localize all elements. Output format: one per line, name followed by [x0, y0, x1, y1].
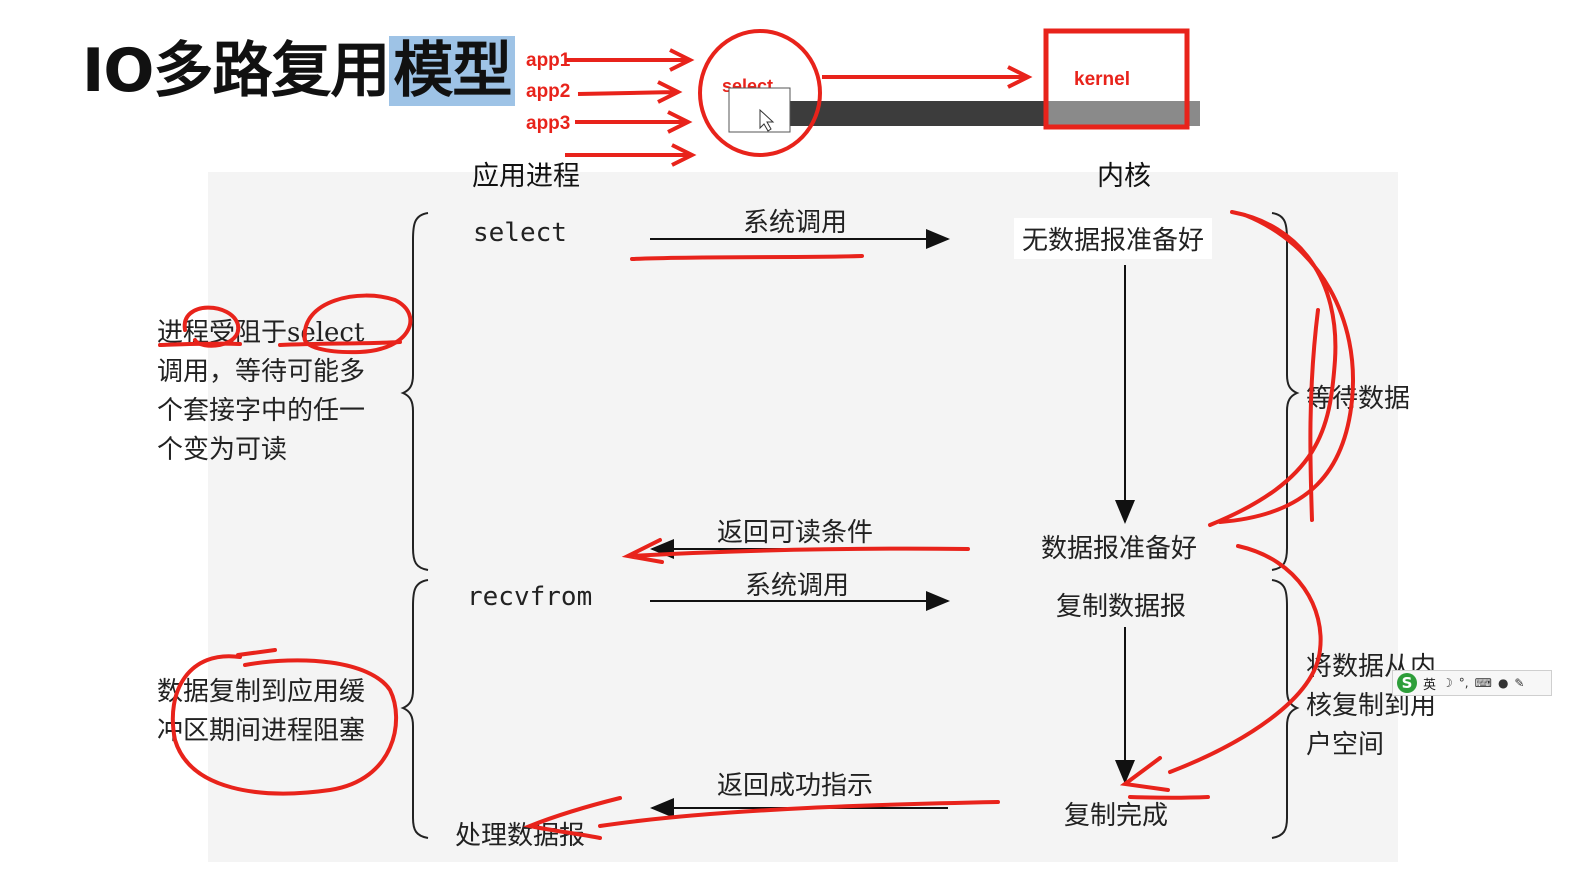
mark-copy-top: [236, 648, 277, 657]
kernel-label: kernel: [1074, 69, 1130, 90]
kernel-not-ready-state: 无数据报准备好: [1014, 218, 1213, 259]
wait-vertical-stroke: [1308, 308, 1320, 522]
app2-label: app2: [526, 81, 571, 102]
return-success-red-arrow: [523, 796, 1000, 840]
copy-blocked-line-2: 冲区期间进程阻塞: [157, 716, 366, 746]
punctuation-icon[interactable]: °,: [1458, 676, 1469, 690]
app1-arrow: [565, 48, 695, 72]
copy-note-line-2: 核复制到用: [1306, 691, 1437, 721]
copy-red-curve: [1119, 544, 1323, 792]
app3-label: app3: [526, 113, 571, 134]
ime-logo-icon[interactable]: S: [1397, 673, 1417, 693]
select-to-kernel-arrow: [822, 65, 1033, 89]
page-title: IO多路复用模型: [82, 22, 516, 109]
underline-blocked: [278, 340, 402, 347]
ime-toolbar[interactable]: S 英 ☽ °, ⌨ ● ✎: [1392, 670, 1552, 696]
select-call-label: select: [473, 218, 567, 248]
select-circle: [698, 29, 822, 157]
title-highlight: 模型: [389, 36, 516, 106]
copy-note-line-3: 户空间: [1306, 730, 1385, 760]
app2-arrow: [577, 80, 683, 104]
diagram-background: [208, 172, 1398, 862]
kernel-done-state: 复制完成: [1064, 801, 1169, 831]
kernel-heading: 内核: [1097, 161, 1151, 192]
keyboard-icon[interactable]: ⌨: [1474, 676, 1492, 690]
kernel-box: [1043, 28, 1190, 130]
copy-blocked-line-1: 数据复制到应用缓: [157, 677, 366, 707]
blocked-note-line-3: 个套接字中的任一: [157, 396, 366, 426]
circle-copy-block: [170, 654, 399, 796]
circle-shou: [182, 305, 241, 348]
underline-process: [158, 341, 242, 347]
wait-loop-arrow: [1208, 210, 1355, 527]
app-process-heading: 应用进程: [472, 161, 580, 192]
return-readable-label: 返回可读条件: [717, 518, 874, 548]
app4-arrow: [565, 143, 697, 167]
syscall-label-2: 系统调用: [745, 571, 850, 601]
app1-label: app1: [526, 50, 571, 71]
process-datagram-label: 处理数据报: [455, 821, 586, 851]
blocked-note-line-2: 调用，等待可能多: [157, 357, 366, 387]
underline-syscall: [630, 254, 864, 261]
title-main: IO多路复用: [82, 36, 390, 106]
syscall-label-1: 系统调用: [743, 208, 848, 238]
return-success-label: 返回成功指示: [717, 771, 874, 801]
left-bracket-top: [400, 212, 429, 571]
kernel-bar-light: [1048, 101, 1200, 126]
app3-arrow: [575, 110, 693, 134]
circle-select: [302, 293, 413, 355]
return-readable-red-arrow: [621, 538, 970, 564]
left-bracket-bottom: [400, 579, 429, 839]
kernel-ready-state: 数据报准备好: [1041, 534, 1198, 564]
recvfrom-call-label: recvfrom: [467, 582, 593, 612]
right-bracket-top: [1271, 212, 1300, 571]
cursor-icon: [759, 108, 775, 132]
right-bracket-bottom: [1271, 579, 1300, 839]
blocked-note-line-4: 个变为可读: [157, 435, 288, 465]
wrench-icon[interactable]: ✎: [1514, 676, 1525, 690]
user-icon[interactable]: ●: [1497, 676, 1509, 690]
copy-blocked-note: 数据复制到应用缓 冲区期间进程阻塞: [157, 673, 407, 751]
wait-data-note: 等待数据: [1306, 384, 1411, 414]
underline-done: [1128, 795, 1210, 800]
ime-language-toggle[interactable]: 英: [1423, 677, 1437, 693]
kernel-copy-state: 复制数据报: [1056, 592, 1187, 622]
moon-icon[interactable]: ☽: [1442, 676, 1453, 690]
